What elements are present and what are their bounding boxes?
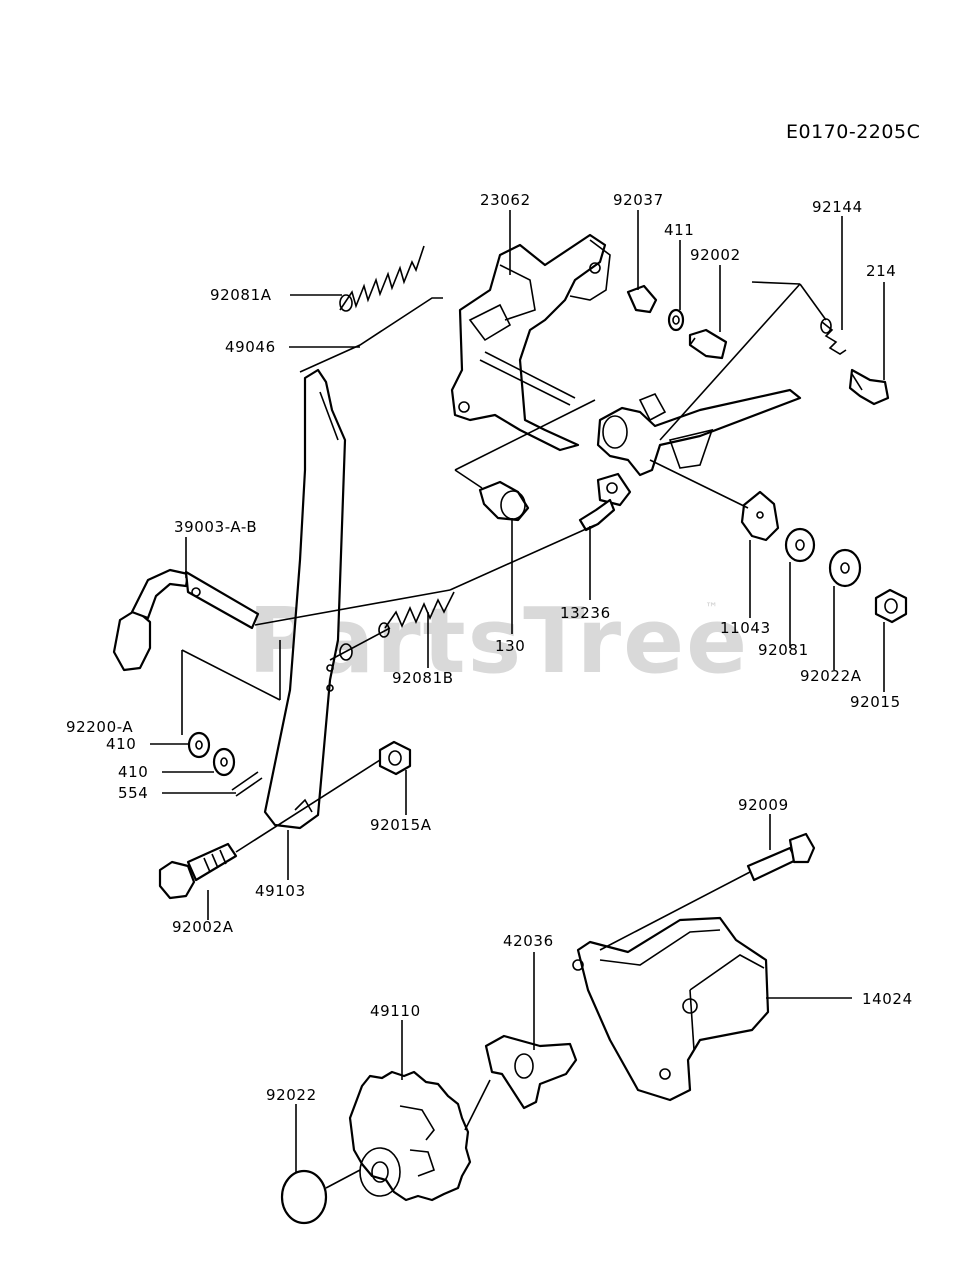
bolt-92002a[interactable] xyxy=(158,842,238,900)
link-13236[interactable] xyxy=(578,498,616,532)
label-11043[interactable]: 11043 xyxy=(720,619,771,637)
label-214[interactable]: 214 xyxy=(866,262,896,280)
bolt-92002[interactable] xyxy=(688,328,728,360)
label-92015a[interactable]: 92015A xyxy=(370,816,432,834)
label-92002a[interactable]: 92002A xyxy=(172,918,234,936)
label-410-upper[interactable]: 410 xyxy=(106,735,136,753)
label-92144[interactable]: 92144 xyxy=(812,198,863,216)
governor-arm-assembly[interactable] xyxy=(596,388,802,507)
label-130[interactable]: 130 xyxy=(495,637,525,655)
nut-92015[interactable] xyxy=(874,588,908,624)
bolt-92009[interactable] xyxy=(746,832,816,882)
clip-92037[interactable] xyxy=(626,284,658,314)
bolt-130[interactable] xyxy=(478,480,530,522)
label-554[interactable]: 554 xyxy=(118,784,148,802)
spring-92081b[interactable] xyxy=(378,591,455,638)
pin-554[interactable] xyxy=(231,771,263,797)
leader-lines xyxy=(150,210,885,1189)
label-411[interactable]: 411 xyxy=(664,221,694,239)
label-14024[interactable]: 14024 xyxy=(862,990,913,1008)
label-92081b[interactable]: 92081B xyxy=(392,669,454,687)
label-92015[interactable]: 92015 xyxy=(850,693,901,711)
washer-92081[interactable] xyxy=(784,527,816,563)
rod-49046[interactable] xyxy=(299,297,443,373)
label-92022a[interactable]: 92022A xyxy=(800,667,862,685)
label-92081[interactable]: 92081 xyxy=(758,641,809,659)
bracket-23062[interactable] xyxy=(450,233,611,452)
shaft-42036[interactable] xyxy=(484,1034,578,1110)
washer-92200-a[interactable] xyxy=(187,731,211,759)
watermark-trademark: ™ xyxy=(705,601,718,616)
plate-11043[interactable] xyxy=(740,490,780,542)
lever-49103[interactable] xyxy=(263,368,353,830)
label-92081a[interactable]: 92081A xyxy=(210,286,272,304)
gear-49110[interactable] xyxy=(348,1070,472,1202)
washer-92022a[interactable] xyxy=(828,548,862,588)
label-39003-a-b[interactable]: 39003-A-B xyxy=(174,518,257,536)
label-13236[interactable]: 13236 xyxy=(560,604,611,622)
housing-14024[interactable] xyxy=(572,916,770,1102)
washer-92022[interactable] xyxy=(280,1169,328,1225)
label-410-lower[interactable]: 410 xyxy=(118,763,148,781)
label-49110[interactable]: 49110 xyxy=(370,1002,421,1020)
rod-39003-a-b[interactable] xyxy=(112,568,260,672)
bolt-214[interactable] xyxy=(848,368,890,406)
label-92022[interactable]: 92022 xyxy=(266,1086,317,1104)
label-42036[interactable]: 42036 xyxy=(503,932,554,950)
nut-92015a[interactable] xyxy=(378,740,412,776)
washer-410[interactable] xyxy=(212,747,236,777)
label-49046[interactable]: 49046 xyxy=(225,338,276,356)
label-49103[interactable]: 49103 xyxy=(255,882,306,900)
label-92200-a[interactable]: 92200-A xyxy=(66,718,133,736)
washer-411[interactable] xyxy=(667,308,685,332)
diagram-code: E0170-2205C xyxy=(786,121,920,143)
label-23062[interactable]: 23062 xyxy=(480,191,531,209)
label-92037[interactable]: 92037 xyxy=(613,191,664,209)
label-92002[interactable]: 92002 xyxy=(690,246,741,264)
spring-92081a[interactable] xyxy=(339,245,425,312)
label-92009[interactable]: 92009 xyxy=(738,796,789,814)
